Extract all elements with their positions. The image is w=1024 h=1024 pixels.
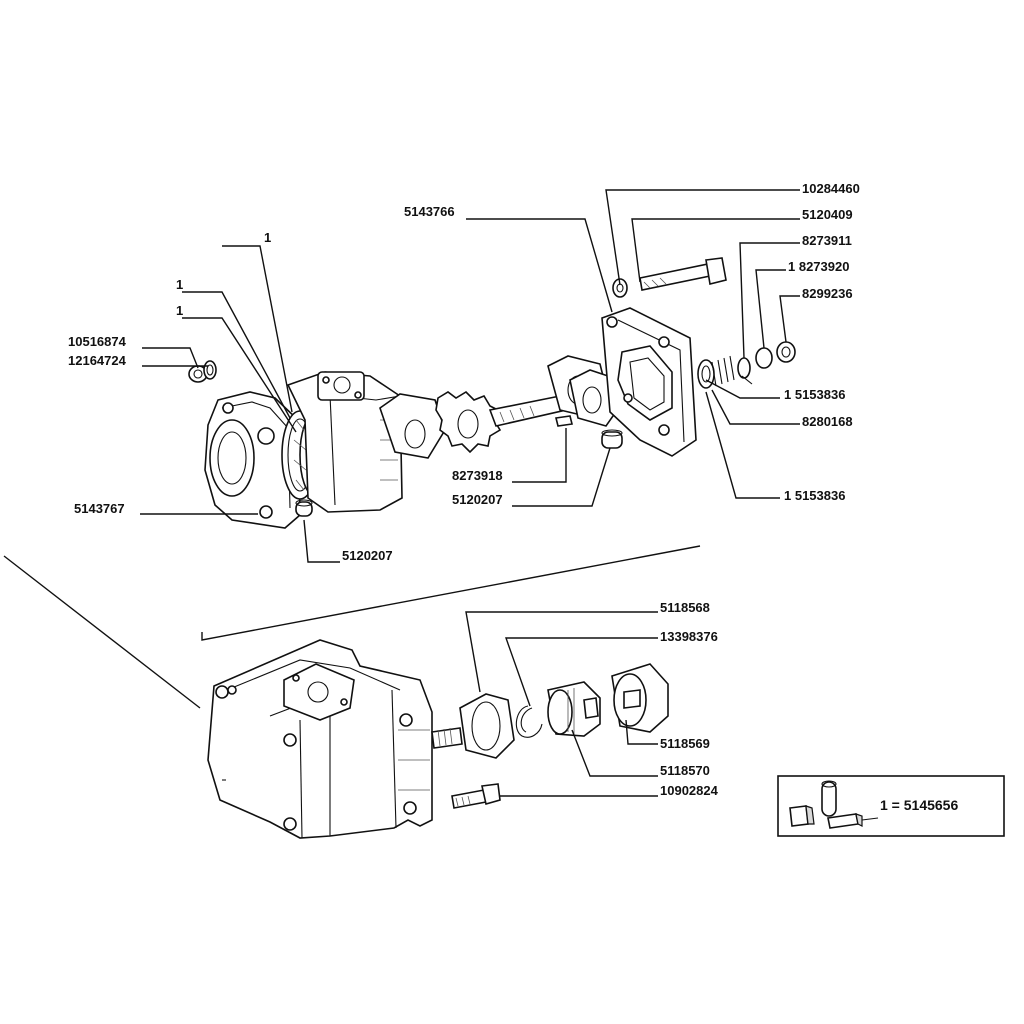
label-13398376: 13398376 bbox=[660, 629, 718, 644]
ring-5118568 bbox=[459, 693, 515, 759]
label-12164724: 12164724 bbox=[68, 353, 127, 368]
label-5120207-a: 5120207 bbox=[452, 492, 503, 507]
kit-box: 1 = 5145656 bbox=[777, 775, 1005, 837]
label-5120207-b: 5120207 bbox=[342, 548, 393, 563]
nut-washer bbox=[188, 360, 217, 383]
label-5120409: 5120409 bbox=[802, 207, 853, 222]
label-8273918: 8273918 bbox=[452, 468, 503, 483]
pump-body bbox=[286, 371, 403, 513]
label-10516874: 10516874 bbox=[68, 334, 127, 349]
label-8280168: 8280168 bbox=[802, 414, 853, 429]
output-shaft bbox=[431, 727, 463, 749]
section-divider bbox=[3, 545, 701, 709]
label-1-b: 1 bbox=[176, 277, 183, 292]
dowel-pin-lower bbox=[295, 499, 313, 517]
kit-box-text: 1 = 5145656 bbox=[880, 797, 958, 813]
leader-lines-upper bbox=[140, 189, 800, 563]
label-5153836-a: 1 5153836 bbox=[784, 387, 845, 402]
pump-housing-assembled bbox=[207, 639, 433, 839]
label-8299236: 8299236 bbox=[802, 286, 853, 301]
bolt-5120409 bbox=[639, 257, 727, 291]
seal-kit-icon bbox=[789, 780, 879, 829]
drive-gear-shaft bbox=[435, 390, 568, 454]
leader-lines-lower bbox=[465, 611, 658, 797]
label-5118568: 5118568 bbox=[660, 600, 710, 615]
label-8273911: 8273911 bbox=[802, 233, 852, 248]
rear-plate-5143766 bbox=[601, 307, 697, 457]
coupling-5118569 bbox=[611, 663, 669, 733]
label-10284460: 10284460 bbox=[802, 181, 860, 196]
label-1-c: 1 bbox=[176, 303, 183, 318]
bolt-10902824 bbox=[451, 783, 501, 809]
label-5143767: 5143767 bbox=[74, 501, 125, 516]
label-5143766: 5143766 bbox=[404, 204, 455, 219]
label-8273920: 1 8273920 bbox=[788, 259, 849, 274]
label-5153836-b: 1 5153836 bbox=[784, 488, 845, 503]
label-5118569: 5118569 bbox=[660, 736, 710, 751]
circlip-13398376 bbox=[515, 705, 543, 738]
coupling-5118570 bbox=[547, 681, 601, 737]
dowel-pin-upper bbox=[601, 429, 623, 449]
key bbox=[555, 415, 573, 427]
label-10902824: 10902824 bbox=[660, 783, 719, 798]
label-5118570: 5118570 bbox=[660, 763, 710, 778]
washer-10284460 bbox=[612, 278, 628, 298]
front-cover-5143767 bbox=[204, 391, 301, 529]
relief-valve bbox=[697, 341, 796, 389]
label-1-a: 1 bbox=[264, 230, 271, 245]
